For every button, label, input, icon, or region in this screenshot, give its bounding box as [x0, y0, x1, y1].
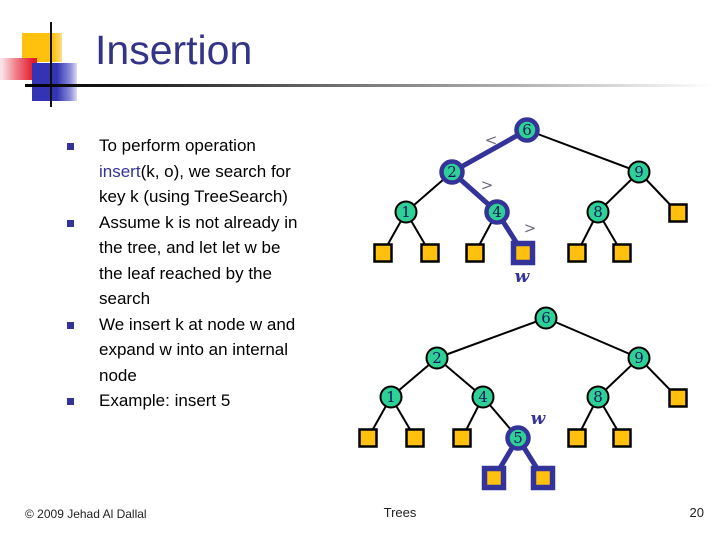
- w-pointer-label: w: [515, 267, 531, 287]
- internal-node-2: [439, 159, 465, 185]
- tree-edge: [545, 317, 640, 359]
- node-key: 1: [401, 203, 411, 221]
- node-key: 8: [593, 388, 603, 406]
- leaf-node-highlighted: [530, 465, 556, 491]
- footer-copyright: © 2009 Jehad Al Dallal: [25, 507, 147, 521]
- tree-edge: [436, 317, 547, 359]
- node-key: 6: [541, 309, 551, 327]
- internal-node-8: [586, 200, 610, 224]
- comparison-label: <: [485, 131, 498, 149]
- node-key: 4: [492, 203, 502, 221]
- title-underline: [25, 84, 716, 87]
- leaf-node-highlighted: [510, 240, 536, 266]
- internal-node-9: [627, 160, 651, 184]
- node-key: 9: [634, 163, 644, 181]
- leaf-node: [668, 388, 688, 408]
- bullet-square-icon: [67, 143, 74, 150]
- bullet-square-icon: [67, 219, 74, 227]
- node-key: 1: [386, 388, 396, 406]
- leaf-node: [465, 243, 485, 263]
- tree-edge-search-path: [450, 127, 529, 175]
- leaf-node: [373, 243, 393, 263]
- logo-red-square: [0, 58, 37, 80]
- leaf-node: [358, 428, 378, 448]
- bullet-item: Assume k is not already in the tree, and…: [67, 210, 367, 312]
- bullet-item: We insert k at node w and expand w into …: [67, 312, 367, 389]
- internal-node-2: [425, 346, 449, 370]
- leaf-node: [612, 428, 632, 448]
- bullet-square-icon: [67, 398, 74, 405]
- internal-node-1: [394, 200, 418, 224]
- bullet-item: Example: insert 5: [67, 388, 367, 414]
- bullet-text: Assume k is not already in the tree, and…: [99, 212, 298, 309]
- leaf-node: [420, 243, 440, 263]
- tree-after-insertion: 6 2 9 1 4 8 5w: [358, 306, 688, 491]
- leaf-node: [567, 243, 587, 263]
- internal-node-6: [514, 117, 540, 143]
- bullet-square-icon: [67, 321, 74, 329]
- logo-blue-square: [32, 63, 77, 101]
- internal-node-9: [627, 346, 651, 370]
- footer-section: Trees: [383, 505, 417, 520]
- node-key: 6: [522, 121, 532, 139]
- node-key: 5: [513, 429, 523, 447]
- internal-node-5: [505, 425, 531, 451]
- leaf-node: [567, 428, 587, 448]
- internal-node-8: [586, 385, 610, 409]
- comparison-label: >: [481, 176, 494, 194]
- tree-edge: [526, 129, 640, 173]
- bullet-list: To perform operation insert(k, o), we se…: [67, 133, 367, 414]
- bullet-text: To perform operation insert(k, o), we se…: [99, 136, 291, 206]
- internal-node-4: [471, 385, 495, 409]
- internal-node-1: [379, 385, 403, 409]
- bullet-text: We insert k at node w and expand w into …: [99, 314, 296, 385]
- node-key: 2: [447, 163, 457, 181]
- node-key: 9: [634, 349, 644, 367]
- bullet-text: Example: insert 5: [99, 391, 231, 410]
- footer-page-number: 20: [689, 505, 704, 520]
- leaf-node: [668, 203, 688, 223]
- internal-node-4: [484, 199, 510, 225]
- internal-node-6: [534, 306, 558, 330]
- keyword-insert: insert: [99, 161, 141, 181]
- leaf-node: [452, 428, 472, 448]
- tree-before-insertion: 6 2 9 1 4 8 < > > w: [373, 117, 688, 287]
- node-key: 4: [478, 388, 488, 406]
- leaf-node-highlighted: [481, 465, 507, 491]
- leaf-node: [405, 428, 425, 448]
- bullet-item: To perform operation insert(k, o), we se…: [67, 133, 367, 210]
- comparison-label: >: [524, 219, 537, 237]
- node-key: 2: [432, 349, 442, 367]
- logo-cross-line: [50, 22, 52, 107]
- node-key: 8: [593, 203, 603, 221]
- w-pointer-label: w: [531, 409, 547, 429]
- leaf-node: [612, 243, 632, 263]
- logo-yellow-square: [22, 33, 62, 62]
- page-title: Insertion: [95, 27, 253, 73]
